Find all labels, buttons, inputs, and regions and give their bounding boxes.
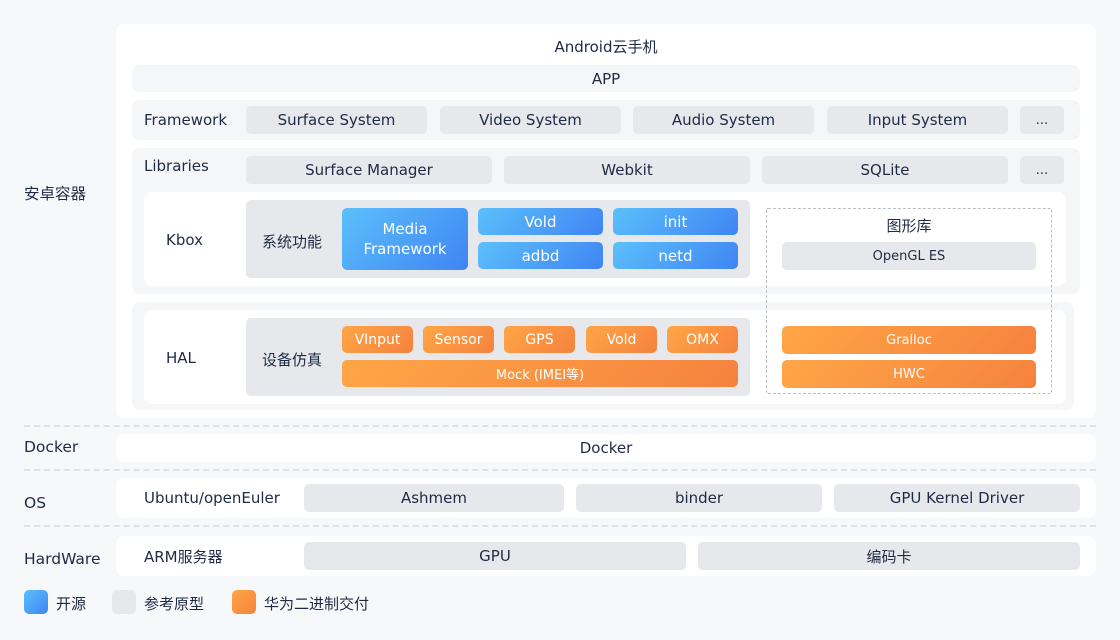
kbox-media-framework: Media Framework [342,208,468,270]
side-label-os: OS [24,494,47,512]
kbox-group-label: 系统功能 [262,233,323,251]
kbox-label: Kbox [166,231,203,249]
kbox-item: adbd [478,242,603,269]
libraries-item: Surface Manager [246,156,492,184]
legend-label: 华为二进制交付 [264,595,370,613]
graphics-opengl: OpenGL ES [782,242,1036,270]
os-item: Ashmem [304,484,564,512]
libraries-item: SQLite [762,156,1008,184]
legend-swatch-reference [112,590,136,614]
hal-item: VInput [342,326,413,353]
android-title: Android云手机 [554,38,658,56]
legend-label: 参考原型 [144,595,205,613]
graphics-hwc: HWC [782,360,1036,388]
hardware-label: ARM服务器 [144,548,223,566]
kbox-item: netd [613,242,738,269]
os-item: GPU Kernel Driver [834,484,1080,512]
libraries-item: Webkit [504,156,750,184]
side-label-docker: Docker [24,438,79,456]
os-label: Ubuntu/openEuler [144,489,280,507]
framework-item: Surface System [246,106,427,134]
kbox-item: init [613,208,738,235]
separator-line [24,469,1096,471]
app-layer: APP [132,65,1080,92]
framework-item: Video System [440,106,621,134]
framework-item: Input System [827,106,1008,134]
os-item: binder [576,484,822,512]
hal-item: Vold [586,326,657,353]
separator-line [24,425,1096,427]
graphics-library-title: 图形库 [886,217,932,235]
hal-group-label: 设备仿真 [262,351,323,369]
hal-item: GPS [504,326,575,353]
hal-mock: Mock (IMEI等) [342,360,738,387]
separator-line [24,525,1096,527]
hal-item: OMX [667,326,738,353]
kbox-item: Vold [478,208,603,235]
docker-layer: Docker [116,434,1096,462]
hardware-item: GPU [304,542,686,570]
framework-item: Audio System [633,106,814,134]
framework-item-more: ... [1020,106,1064,134]
graphics-library-box [766,208,1052,394]
graphics-gralloc: Gralloc [782,326,1036,354]
hardware-item: 编码卡 [698,542,1080,570]
hal-item: Sensor [423,326,494,353]
side-label-hardware: HardWare [24,550,101,568]
hal-label: HAL [166,349,196,367]
side-label-android-container: 安卓容器 [24,185,87,203]
legend-swatch-binary [232,590,256,614]
libraries-label: Libraries [144,157,209,175]
framework-label: Framework [144,111,228,129]
legend-label: 开源 [56,595,87,613]
legend-swatch-open-source [24,590,48,614]
libraries-item-more: ... [1020,156,1064,184]
